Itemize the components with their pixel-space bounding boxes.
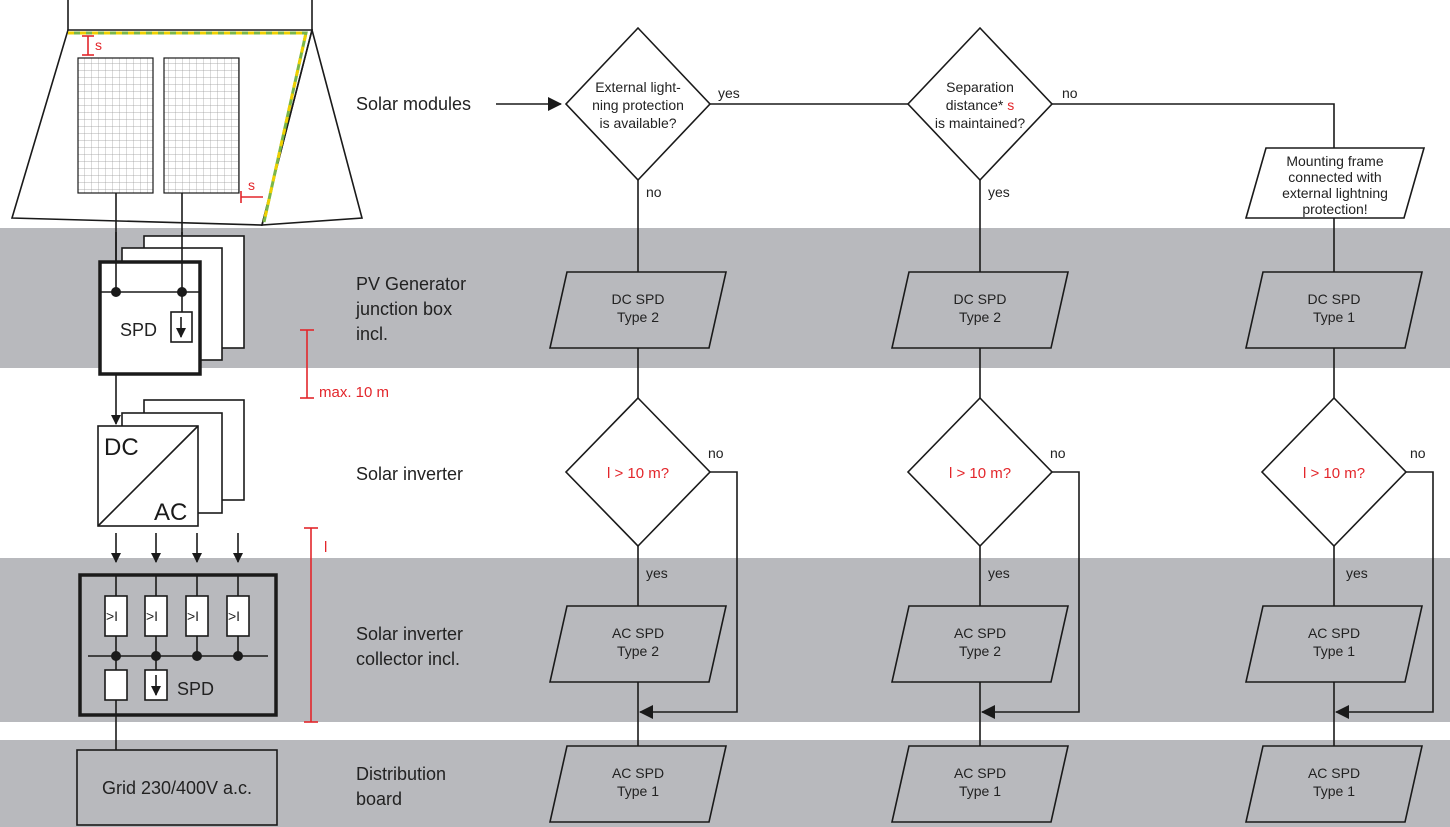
- s-top-label: s: [95, 37, 102, 53]
- ac-spd-col1-type: Type 2: [617, 643, 659, 659]
- ac-spd-dist-col1: AC SPD: [612, 765, 664, 781]
- ac-spd-dist-col2: AC SPD: [954, 765, 1006, 781]
- decision-separation-line2: distance* s: [946, 97, 1014, 113]
- row-label-collector-1: Solar inverter: [356, 624, 463, 644]
- dc-spd-type2-col2: DC SPD Type 2: [891, 271, 1069, 349]
- grid-label: Grid 230/400V a.c.: [102, 778, 252, 798]
- fuse-2: >I: [146, 608, 158, 624]
- length-check-col3: l > 10 m?: [1303, 465, 1365, 482]
- decision-external-line2: ning protection: [592, 97, 684, 113]
- length-check-col2: l > 10 m?: [949, 465, 1011, 482]
- ac-spd-dist-col3: AC SPD: [1308, 765, 1360, 781]
- ac-spd-type2-col2: AC SPD Type 2: [891, 605, 1069, 683]
- dc-spd-col1-type: Type 2: [617, 309, 659, 325]
- mounting-line1: Mounting frame: [1286, 153, 1383, 169]
- length-check-col1: l > 10 m?: [607, 465, 669, 482]
- ac-label: AC: [154, 499, 187, 526]
- mounting-line4: protection!: [1302, 201, 1367, 217]
- dc-spd-type2-col1: DC SPD Type 2: [549, 271, 727, 349]
- ac-spd-col3: AC SPD: [1308, 625, 1360, 641]
- length-marker: l: [304, 527, 327, 723]
- ac-spd-type1-dist-col1: AC SPD Type 1: [549, 745, 727, 823]
- ac-spd-dist-col1-type: Type 1: [617, 783, 659, 799]
- no-label-separation: no: [1062, 85, 1078, 101]
- row-label-collector-2: collector incl.: [356, 649, 460, 669]
- ac-spd-type1-dist-col2: AC SPD Type 1: [891, 745, 1069, 823]
- fuse-4: >I: [228, 608, 240, 624]
- yes-label-length-col2: yes: [988, 565, 1010, 581]
- ac-spd-type2-col1: AC SPD Type 2: [549, 605, 727, 683]
- max-distance-marker: max. 10 m: [300, 329, 389, 401]
- yes-label-external: yes: [718, 85, 740, 101]
- solar-module-left: [77, 57, 154, 194]
- row-label-solar-modules: Solar modules: [356, 94, 471, 114]
- grid-box: Grid 230/400V a.c.: [76, 749, 278, 826]
- decision-length-col1: l > 10 m?: [564, 396, 712, 548]
- ac-spd-type1-dist-col3: AC SPD Type 1: [1245, 745, 1423, 823]
- spd-label-collector: SPD: [177, 679, 214, 699]
- ac-spd-col2-type: Type 2: [959, 643, 1001, 659]
- decision-separation-line3: is maintained?: [935, 115, 1025, 131]
- row-label-distribution-2: board: [356, 789, 402, 809]
- decision-external-lightning: External light- ning protection is avail…: [564, 26, 712, 182]
- mounting-frame-note: Mounting frame connected with external l…: [1244, 147, 1426, 219]
- inverter-outputs: [111, 533, 243, 563]
- no-label-external: no: [646, 184, 662, 200]
- fuse-1: >I: [106, 608, 118, 624]
- row-label-junction-2: junction box: [355, 299, 452, 319]
- dc-spd-type1-col3: DC SPD Type 1: [1245, 271, 1423, 349]
- row-label-inverter: Solar inverter: [356, 464, 463, 484]
- collector-box-symbol: >I >I >I >I SPD: [78, 573, 278, 717]
- dc-spd-col3: DC SPD: [1308, 291, 1361, 307]
- no-label-length-col3: no: [1410, 445, 1426, 461]
- ac-spd-col2: AC SPD: [954, 625, 1006, 641]
- mounting-line2: connected with: [1288, 169, 1381, 185]
- l-label: l: [324, 539, 327, 556]
- no-label-length-col2: no: [1050, 445, 1066, 461]
- decision-external-line3: is available?: [599, 115, 676, 131]
- ac-spd-dist-col2-type: Type 1: [959, 783, 1001, 799]
- s-side-label: s: [248, 177, 255, 193]
- separation-marker-side: s: [240, 177, 263, 203]
- row-label-junction-1: PV Generator: [356, 274, 466, 294]
- dc-spd-col1: DC SPD: [612, 291, 665, 307]
- mounting-line3: external lightning: [1282, 185, 1388, 201]
- dc-spd-col2-type: Type 2: [959, 309, 1001, 325]
- yes-label-length-col3: yes: [1346, 565, 1368, 581]
- no-label-length-col1: no: [708, 445, 724, 461]
- yes-label-length-col1: yes: [646, 565, 668, 581]
- fuse-3: >I: [187, 608, 199, 624]
- decision-separation: Separation distance* s is maintained?: [906, 26, 1054, 182]
- spd-label-junction: SPD: [120, 320, 157, 340]
- ac-spd-type1-col3: AC SPD Type 1: [1245, 605, 1423, 683]
- ac-spd-dist-col3-type: Type 1: [1313, 783, 1355, 799]
- dc-spd-col3-type: Type 1: [1313, 309, 1355, 325]
- solar-module-right: [163, 57, 240, 194]
- ac-spd-col1: AC SPD: [612, 625, 664, 641]
- dc-label: DC: [104, 434, 139, 461]
- max-distance-label: max. 10 m: [319, 384, 389, 401]
- decision-length-col3: l > 10 m?: [1260, 396, 1408, 548]
- roof-building: [10, 0, 364, 226]
- ac-spd-col3-type: Type 1: [1313, 643, 1355, 659]
- inverter-symbol: DC AC: [97, 399, 245, 527]
- decision-length-col2: l > 10 m?: [906, 396, 1054, 548]
- separation-marker-top: s: [82, 35, 102, 56]
- dc-spd-col2: DC SPD: [954, 291, 1007, 307]
- decision-separation-line1: Separation: [946, 79, 1014, 95]
- row-label-distribution-1: Distribution: [356, 764, 446, 784]
- row-label-junction-3: incl.: [356, 324, 388, 344]
- yes-label-separation: yes: [988, 184, 1010, 200]
- decision-external-line1: External light-: [595, 79, 681, 95]
- junction-box-symbol: SPD: [98, 232, 245, 376]
